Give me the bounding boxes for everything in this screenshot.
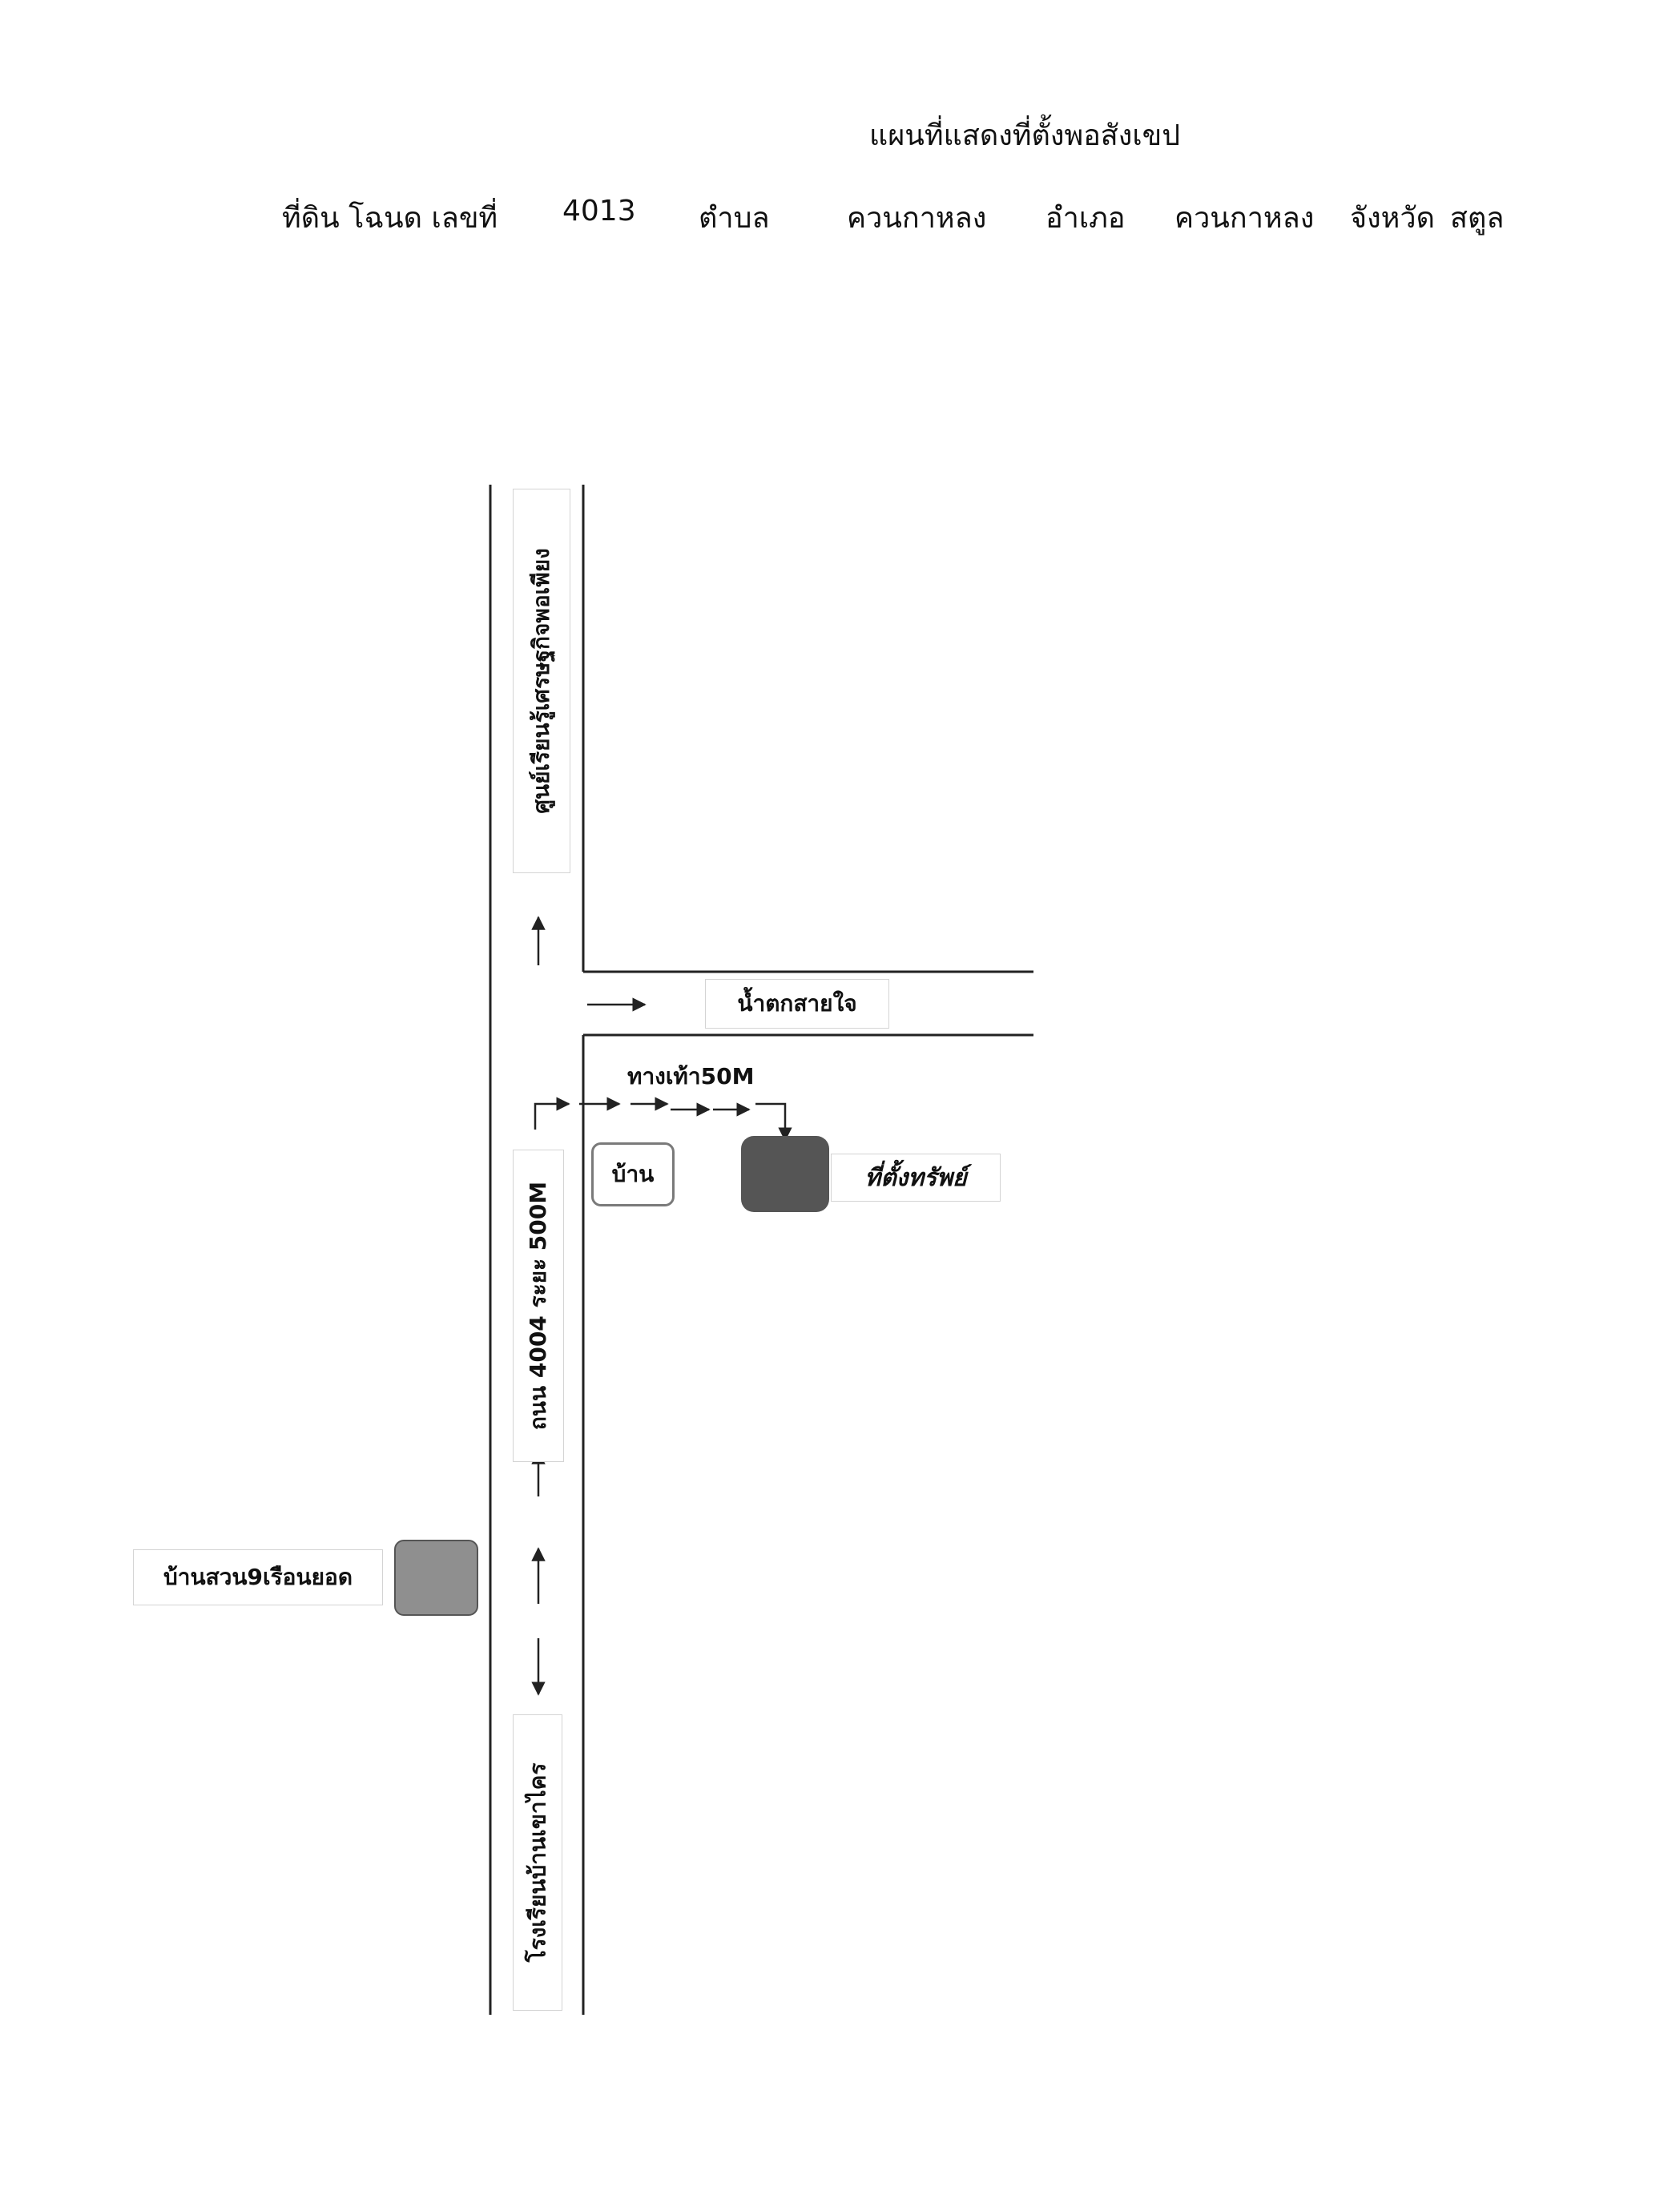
subdistrict-value: ควนกาหลง xyxy=(847,202,987,235)
label-village: บ้านสวน9เรือนยอด xyxy=(133,1549,383,1605)
house-label: บ้าน xyxy=(611,1161,655,1187)
label-waterfall: น้ำตกสายใจ xyxy=(705,979,889,1029)
deed-land-label: ที่ดิน โฉนด เลขที่ xyxy=(282,202,498,235)
property-marker xyxy=(741,1136,829,1212)
province-label: จังหวัด xyxy=(1350,202,1435,235)
label-south-school: โรงเรียนบ้านเขาไคร xyxy=(513,1714,562,2011)
deed-number: 4013 xyxy=(562,195,636,228)
label-north-learning-center: ศูนย์เรียนรู้เศรษฐกิจพอเพียง xyxy=(513,489,570,873)
label-property: ที่ตั้งทรัพย์ xyxy=(831,1154,1001,1202)
label-road-4004: ถนน 4004 ระยะ 500M xyxy=(513,1150,564,1462)
map-title: แผนที่แสดงที่ตั้งพอสังเขป xyxy=(869,119,1181,152)
label-footpath: ทางเท้า50M xyxy=(627,1063,755,1089)
village-marker xyxy=(394,1540,478,1616)
district-label: อำเภอ xyxy=(1045,202,1126,235)
arrow-turn-footpath xyxy=(534,1097,570,1130)
house-marker: บ้าน xyxy=(591,1142,675,1206)
province-value: สตูล xyxy=(1450,202,1505,235)
district-value: ควนกาหลง xyxy=(1174,202,1315,235)
arrow-to-property xyxy=(755,1102,792,1142)
subdistrict-label: ตำบล xyxy=(699,202,770,235)
